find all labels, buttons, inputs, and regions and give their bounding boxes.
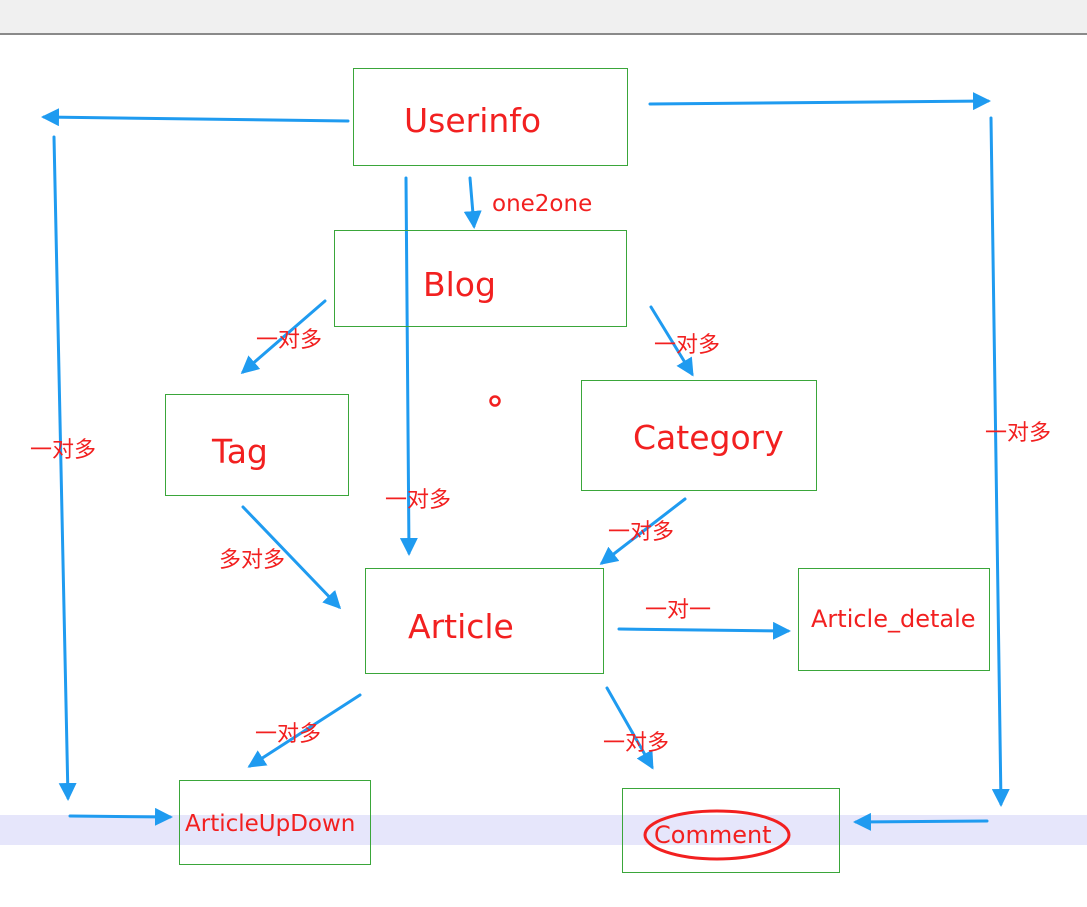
node-label-userinfo: Userinfo [404,101,542,140]
node-label-category: Category [633,418,784,457]
window-top-bar [0,0,1087,35]
edge-label-article-comment: 一对多 [603,731,670,756]
edge-label-tag-article: 多对多 [219,548,286,573]
arrow-userinfo-to-left [41,108,350,127]
node-article-detale[interactable] [798,568,990,671]
node-label-comment: Comment [654,821,772,849]
arrow-left-to-articleupdown [68,807,173,826]
arrow-userinfo-to-article [399,176,418,556]
center-dot [489,395,501,407]
edge-label-article-detale: 一对一 [645,598,712,623]
node-comment[interactable] [622,788,840,873]
edge-label-userinfo-articleupdown: 一对多 [30,438,97,463]
node-label-blog: Blog [423,265,496,304]
arrow-category-to-article [599,497,687,565]
edge-label-blog-tag: 一对多 [256,328,323,353]
node-userinfo[interactable] [353,68,628,166]
edge-label-blog-category: 一对多 [654,333,721,358]
selection-highlight-band [0,815,1087,845]
arrow-blog-to-category [649,305,694,377]
edge-label-userinfo-article: 一对多 [385,488,452,513]
arrow-userinfo-to-blog [463,176,482,229]
arrow-right-to-comment [853,812,989,831]
arrow-userinfo-to-right [648,92,991,111]
arrow-right-down [989,116,1010,807]
arrow-blog-to-tag [240,299,327,374]
arrow-article-to-detale [617,621,791,640]
node-articleupdown[interactable] [179,780,371,865]
node-category[interactable] [581,380,817,491]
edge-label-article-articleupdown: 一对多 [255,722,322,747]
arrow-left-down [52,135,77,801]
node-blog[interactable] [334,230,627,327]
node-label-tag: Tag [212,432,268,471]
edge-label-userinfo-blog: one2one [492,191,593,217]
node-label-article: Article [408,607,514,646]
node-label-articleupdown: ArticleUpDown [185,811,356,837]
edge-label-category-article: 一对多 [608,520,675,545]
node-label-article-detale: Article_detale [811,605,976,633]
node-tag[interactable] [165,394,349,496]
arrow-article-to-comment [605,686,654,770]
arrow-tag-to-article [241,505,342,610]
comment-highlight-ellipse [643,809,791,861]
edge-label-userinfo-comment: 一对多 [985,421,1052,446]
node-article[interactable] [365,568,604,674]
arrow-article-to-articleupdown [247,693,362,768]
